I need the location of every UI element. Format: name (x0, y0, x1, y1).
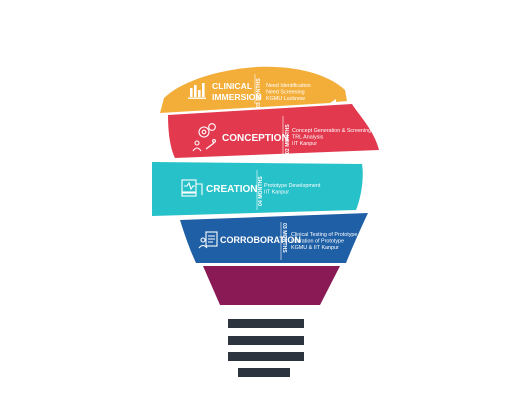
stage-conception: CONCEPTION 02 MONTHS Concept Generation … (168, 104, 379, 158)
stage-corroboration: CORROBORATION 03 MONTHS Clinical Testing… (180, 213, 368, 263)
stage-band-corroboration (180, 213, 368, 263)
clipboard-person-icon (198, 231, 218, 249)
stage-title-line: IMMERSION (212, 92, 262, 102)
stage-band-conception (168, 104, 379, 158)
stage-title-line: CONCEPTION (222, 133, 289, 144)
stage-detail: Need Identification (266, 83, 311, 89)
stage-detail: IIT Kanpur (264, 190, 289, 196)
stage-title-line: CREATION (206, 184, 257, 195)
stage-creation: CREATION 04 MONTHS Prototype Development… (152, 162, 363, 216)
stage-title-line: CLINICAL (212, 81, 252, 91)
stage-duration: 03 MONTHS (256, 78, 262, 108)
stage-duration: 03 MONTHS (281, 223, 287, 253)
stage-detail: KGMU & IIT Kanpur (291, 245, 339, 251)
stage-title-line: CORROBORATION (220, 235, 301, 245)
stage-band-immersion (160, 66, 347, 113)
stage-detail: Prototype Development (264, 183, 321, 189)
stage-detail: Need Screening (266, 90, 305, 96)
stage-detail: KGMU Lucknow (266, 96, 305, 102)
gears-person-icon (192, 123, 216, 152)
stage-detail: Concept Generation & Screening (292, 128, 371, 134)
device-monitor-icon (181, 179, 203, 197)
base-bar (238, 368, 290, 377)
stage-detail: IIT Kanpur (292, 141, 317, 147)
base-bar (228, 352, 304, 361)
stage-band-creation (152, 162, 363, 216)
bulb-base (228, 319, 304, 377)
base-bar (228, 319, 304, 328)
bar-chart-icon (188, 83, 206, 99)
stage-detail: Clinical Testing of Prototype (291, 232, 357, 238)
bulb-neck (203, 266, 340, 305)
stage-duration: 02 MONTHS (285, 124, 291, 154)
stage-detail: Interation of Prototype (291, 239, 344, 245)
base-bar (228, 336, 304, 345)
stage-duration: 04 MONTHS (258, 176, 264, 206)
stage-detail: TRL Analysis (292, 135, 324, 141)
stage-clinical-immersion: CLINICAL IMMERSION 03 MONTHS Need Identi… (160, 66, 347, 113)
